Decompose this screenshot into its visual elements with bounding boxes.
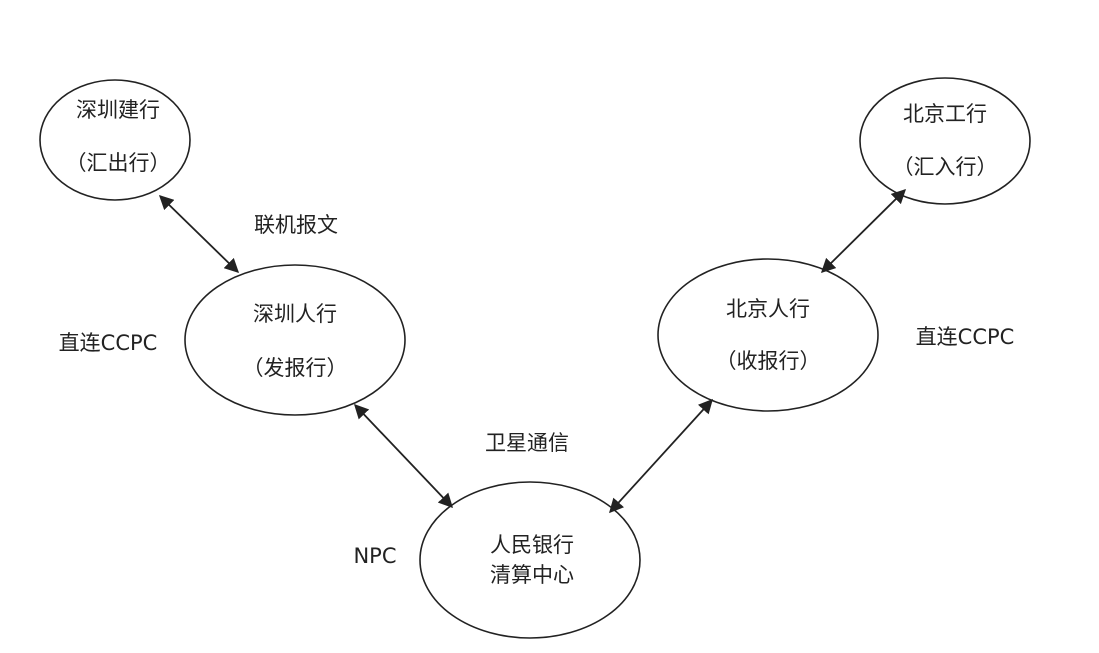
node-shenzhen-ccb bbox=[39, 79, 191, 201]
node-label: （收报行） bbox=[716, 349, 821, 373]
label-direct-ccpc-left: 直连CCPC bbox=[59, 331, 158, 355]
node-label: 北京人行 bbox=[726, 297, 810, 321]
label-satellite: 卫星通信 bbox=[485, 431, 569, 455]
node-npc bbox=[419, 481, 641, 639]
node-label: （汇入行） bbox=[893, 155, 998, 179]
node-label: （发报行） bbox=[243, 356, 348, 380]
label-npc: NPC bbox=[353, 544, 396, 568]
label-online-message: 联机报文 bbox=[254, 213, 338, 237]
node-label: （汇出行） bbox=[66, 151, 171, 175]
arrow-bjicbc-bjpbc bbox=[820, 188, 907, 274]
arrow-bjpbc-npc bbox=[609, 398, 713, 514]
arrow-szpbc-npc bbox=[354, 403, 453, 509]
node-label: 北京工行 bbox=[903, 102, 987, 126]
node-shenzhen-pbc bbox=[184, 264, 406, 416]
label-direct-ccpc-right: 直连CCPC bbox=[916, 325, 1015, 349]
node-label: 深圳人行 bbox=[253, 302, 337, 326]
node-label: 人民银行 bbox=[490, 533, 574, 557]
node-beijing-icbc bbox=[859, 77, 1031, 205]
node-beijing-pbc bbox=[657, 258, 879, 412]
node-label: 清算中心 bbox=[490, 563, 574, 587]
arrow-szccb-szpbc bbox=[158, 194, 240, 274]
node-label: 深圳建行 bbox=[76, 98, 160, 122]
